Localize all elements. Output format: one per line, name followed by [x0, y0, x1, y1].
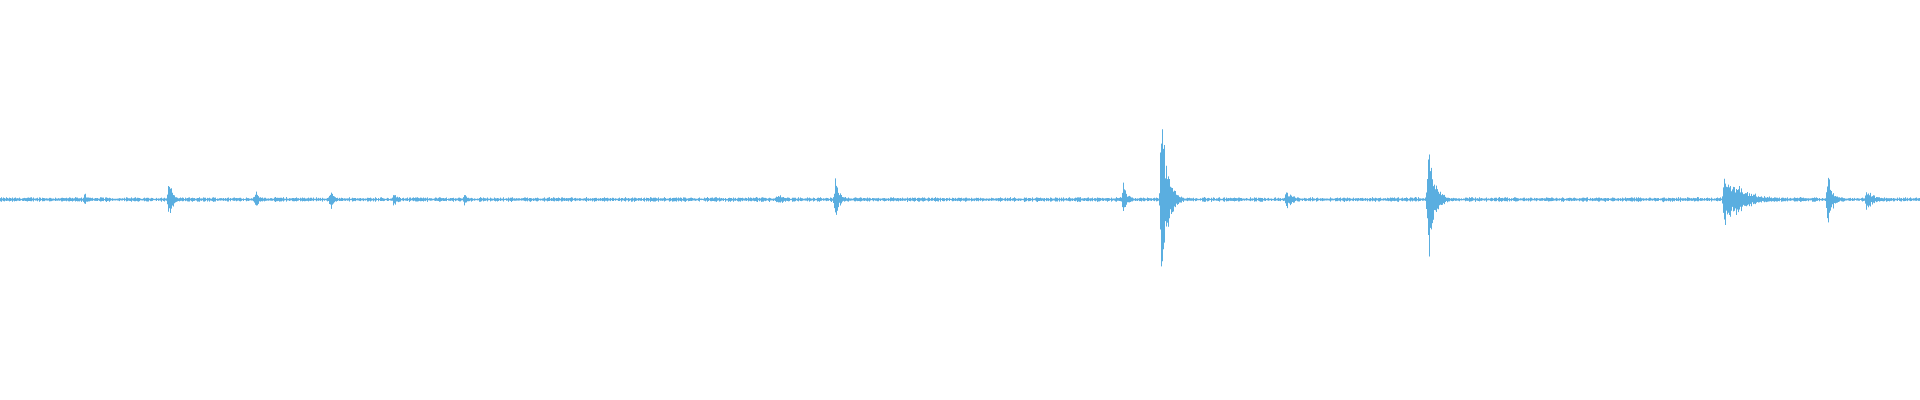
- waveform-path: [0, 129, 1920, 267]
- waveform-samples: [0, 129, 1920, 267]
